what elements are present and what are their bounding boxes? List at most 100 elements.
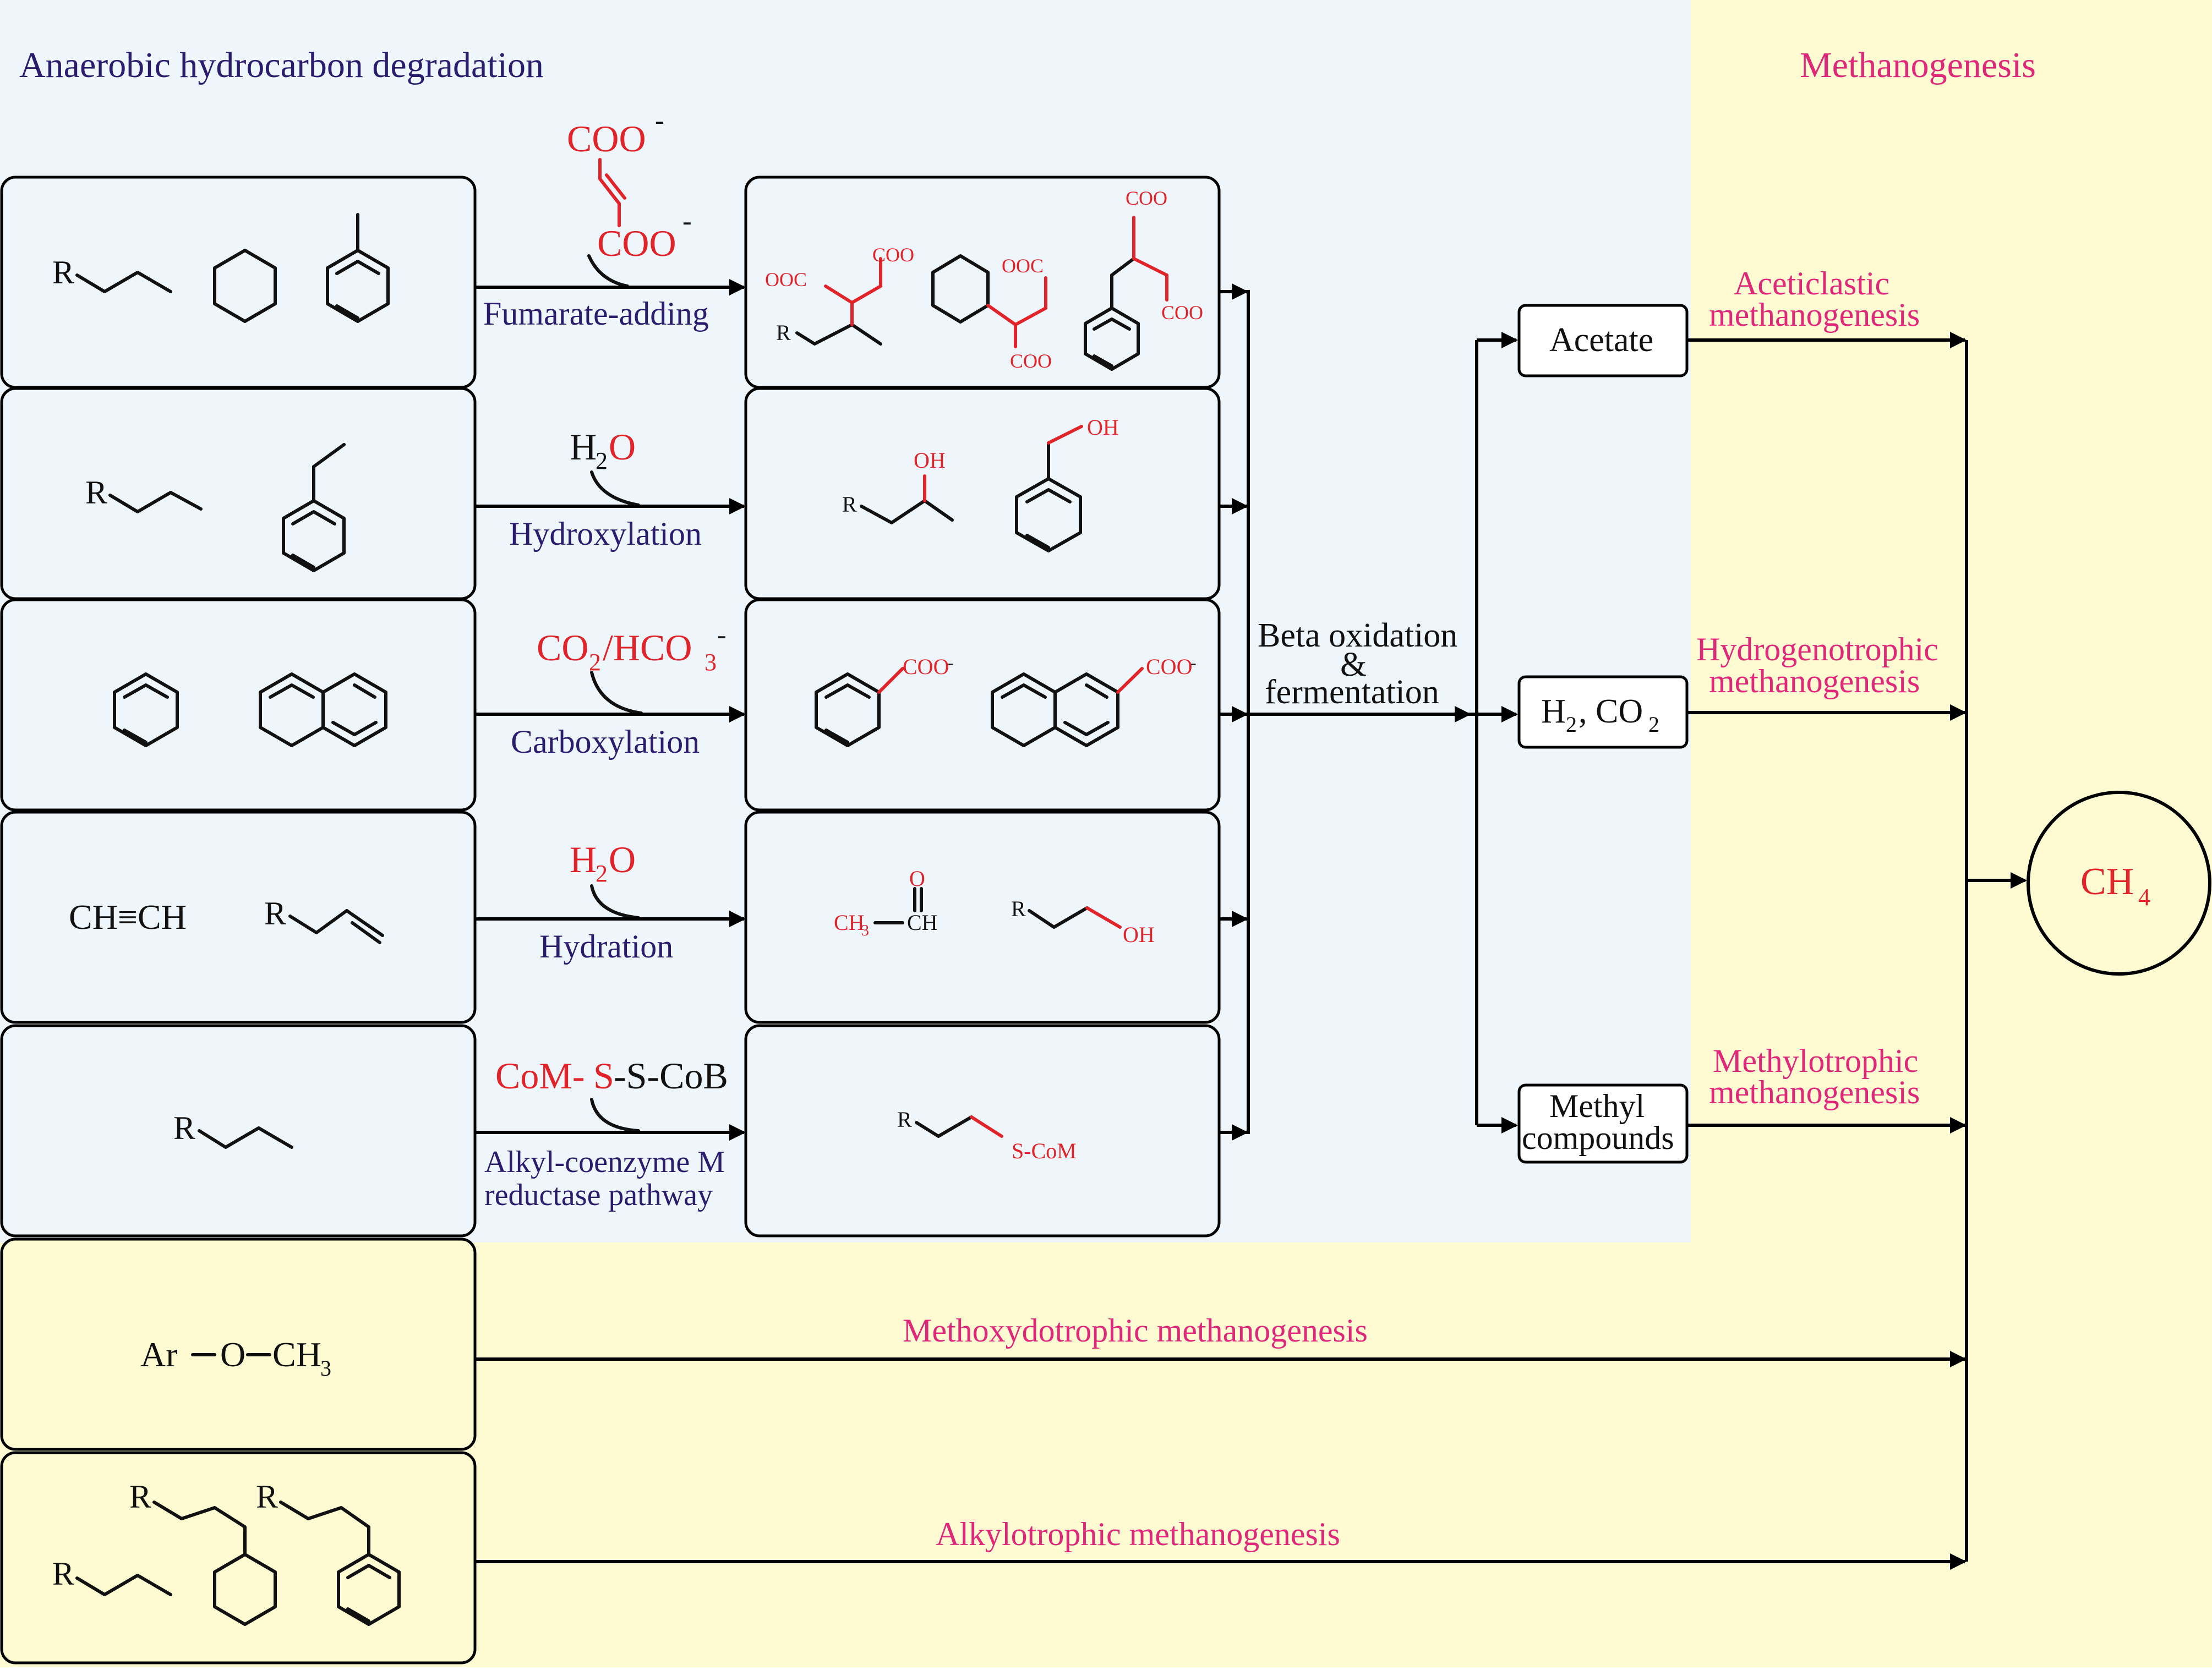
svg-text:, CO: , CO xyxy=(1579,693,1643,730)
hydration-curve xyxy=(590,884,640,919)
svg-text:H: H xyxy=(1541,693,1566,730)
alkyl-com-product: R S-CoM xyxy=(897,1107,1077,1163)
svg-text:-: - xyxy=(948,653,954,672)
acr-curve xyxy=(590,1098,640,1132)
middle-label-line1: Beta oxidation xyxy=(1258,617,1457,654)
svg-text:S: S xyxy=(593,1055,614,1097)
svg-text:R: R xyxy=(897,1107,912,1132)
svg-text:R: R xyxy=(256,1479,278,1515)
label-carboxylation: Carboxylation xyxy=(511,724,700,760)
svg-text:3: 3 xyxy=(320,1356,331,1381)
fumarate-product-3: COO COO xyxy=(1084,187,1203,371)
methyl-label-2: compounds xyxy=(1522,1120,1674,1156)
svg-text:O: O xyxy=(909,866,925,891)
svg-text:CO: CO xyxy=(537,627,588,669)
alkene-structure: R xyxy=(264,895,384,944)
svg-text:CH: CH xyxy=(834,910,865,935)
secondary-alcohol-product: R OH xyxy=(842,448,954,524)
aceticlastic-label-2: methanogenesis xyxy=(1709,297,1920,333)
alkane-structure-5: R xyxy=(173,1110,293,1149)
substrate-box-hydroxylation xyxy=(0,387,477,600)
svg-text:COO: COO xyxy=(1161,302,1203,324)
benzyl-alcohol-product: OH xyxy=(1015,415,1119,552)
label-acr-line2: reductase pathway xyxy=(484,1178,713,1212)
svg-text:2: 2 xyxy=(596,447,608,474)
methylotrophic-label-1: Methylotrophic xyxy=(1713,1043,1918,1079)
svg-text:S-CoM: S-CoM xyxy=(1012,1138,1077,1163)
alkane-structure: R xyxy=(52,254,172,293)
svg-text:O: O xyxy=(609,839,636,880)
svg-text:2: 2 xyxy=(1566,712,1577,737)
degradation-header: Anaerobic hydrocarbon degradation xyxy=(19,45,544,85)
carboxylation-curve xyxy=(590,671,643,715)
svg-text:COO: COO xyxy=(567,118,646,160)
methyl-label-1: Methyl xyxy=(1549,1088,1645,1124)
hydroxylation-curve xyxy=(590,470,640,507)
svg-text:R: R xyxy=(842,492,857,517)
label-hydroxylation: Hydroxylation xyxy=(509,516,702,552)
substrate-box-hydration xyxy=(0,811,477,1024)
methylotrophic-label-2: methanogenesis xyxy=(1709,1074,1920,1110)
svg-text:R: R xyxy=(129,1479,151,1515)
fumarate-product-1: OOC R COO xyxy=(765,244,914,346)
svg-text:-: - xyxy=(682,205,692,236)
acetaldehyde-product: CH 3 CH O xyxy=(834,866,938,939)
product-box-hydration xyxy=(744,811,1221,1024)
h2-co2-label: H 2 , CO 2 xyxy=(1541,693,1659,737)
substrate-box-acr xyxy=(0,1024,477,1238)
svg-text:3: 3 xyxy=(861,922,869,939)
svg-text:R: R xyxy=(52,254,74,291)
water-reagent-2: H 2 O xyxy=(570,839,636,887)
svg-text:CH: CH xyxy=(907,910,938,935)
svg-text:R: R xyxy=(264,895,286,932)
svg-text:-: - xyxy=(717,619,727,650)
naphthalene-structure xyxy=(259,672,387,747)
acetate-label: Acetate xyxy=(1549,321,1653,359)
svg-text:Ar: Ar xyxy=(140,1335,178,1374)
svg-text:CH: CH xyxy=(272,1335,321,1374)
alkane-structure-2: R xyxy=(85,474,203,513)
alkane-structure-7: R xyxy=(52,1556,172,1596)
aryl-methyl-ether-structure: Ar O CH 3 xyxy=(140,1335,331,1381)
label-fumarate: Fumarate-adding xyxy=(483,295,709,332)
svg-text:2: 2 xyxy=(589,649,601,676)
svg-text:OOC: OOC xyxy=(1002,255,1044,277)
svg-text:3: 3 xyxy=(704,649,717,676)
alkylbenzene-structure: R xyxy=(256,1479,401,1626)
middle-label-line2: & xyxy=(1340,646,1367,683)
svg-text:-: - xyxy=(655,105,664,135)
svg-text:-S-CoB: -S-CoB xyxy=(614,1055,728,1097)
water-reagent-1: H 2 O xyxy=(570,426,636,474)
benzene-structure xyxy=(113,672,179,747)
substrate-box-methoxy xyxy=(0,1238,477,1451)
cyclohexane-structure xyxy=(213,249,277,323)
label-hydration: Hydration xyxy=(539,928,673,965)
svg-text:O: O xyxy=(220,1335,245,1374)
svg-text:R: R xyxy=(1011,896,1026,921)
svg-text:COO: COO xyxy=(872,244,914,266)
co2-reagent: CO 2 /HCO 3 - xyxy=(537,619,727,676)
fumarate-curve xyxy=(587,254,629,288)
product-box-acr xyxy=(744,1024,1221,1238)
label-alkylotrophic: Alkylotrophic methanogenesis xyxy=(936,1516,1340,1552)
svg-text:R: R xyxy=(776,320,791,345)
alkylcyclohexane-structure: R xyxy=(129,1479,277,1626)
svg-text:CoM-: CoM- xyxy=(495,1055,585,1097)
acetylene-structure: CH≡CH xyxy=(69,897,187,937)
label-methoxydotrophic: Methoxydotrophic methanogenesis xyxy=(903,1312,1368,1349)
svg-text:2: 2 xyxy=(1648,712,1659,737)
svg-text:COO: COO xyxy=(1126,187,1167,209)
hydrogenotrophic-label-2: methanogenesis xyxy=(1709,663,1920,699)
svg-text:-: - xyxy=(1190,653,1197,672)
svg-text:/HCO: /HCO xyxy=(603,627,692,669)
benzoate-product: COO - xyxy=(815,653,954,747)
aceticlastic-label-1: Aceticlastic xyxy=(1734,265,1889,302)
naphthoate-product: COO - xyxy=(991,653,1197,747)
svg-text:OH: OH xyxy=(1087,415,1119,440)
substrate-box-carboxylation xyxy=(0,598,477,812)
middle-label-line3: fermentation xyxy=(1265,674,1439,711)
svg-text:OOC: OOC xyxy=(765,269,807,291)
svg-text:COO: COO xyxy=(1010,350,1052,372)
svg-text:H: H xyxy=(570,839,597,880)
